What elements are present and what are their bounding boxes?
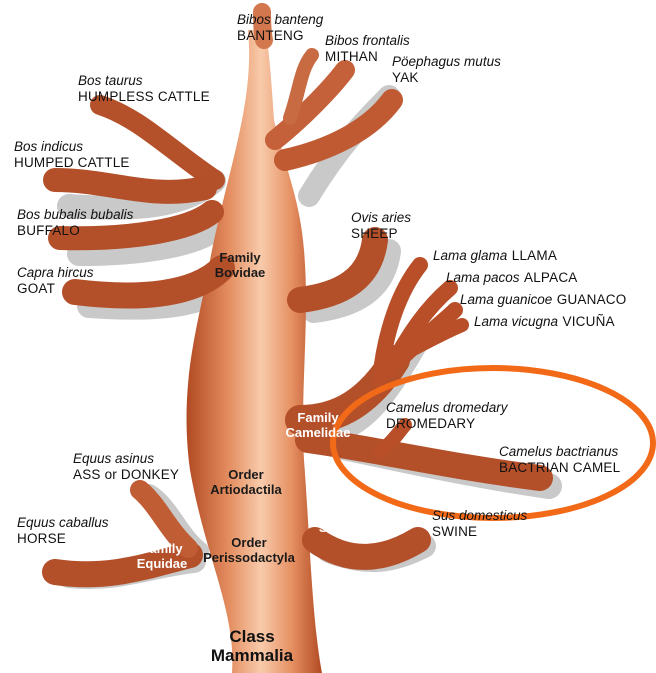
- group-family-suidae: Family Suidae: [300, 506, 380, 536]
- group-family-camelidae: Family Camelidae: [270, 411, 366, 441]
- label-yak: Pöephagus mutus YAK: [392, 54, 501, 85]
- group-order-artiodactila: Order Artiodactila: [198, 468, 294, 498]
- label-bactrian-camel: Camelus bactrianus BACTRIAN CAMEL: [499, 444, 620, 475]
- label-vicuna: Lama vicugna VICUÑA: [474, 313, 615, 331]
- label-humpless-cattle: Bos taurus HUMPLESS CATTLE: [78, 73, 210, 104]
- label-horse: Equus caballus HORSE: [17, 515, 109, 546]
- label-banteng: Bibos banteng BANTENG: [237, 12, 323, 43]
- group-order-perissodactyla: Order Perissodactyla: [194, 536, 304, 566]
- label-llama: Lama glama LLAMA: [433, 247, 557, 265]
- label-guanaco: Lama guanicoe GUANACO: [460, 291, 626, 309]
- label-humped-cattle: Bos indicus HUMPED CATTLE: [14, 139, 130, 170]
- label-donkey: Equus asinus ASS or DONKEY: [73, 451, 179, 482]
- label-dromedary: Camelus dromedary DROMEDARY: [386, 400, 508, 431]
- label-buffalo: Bos bubalis bubalis BUFFALO: [17, 207, 133, 238]
- root-class-mammalia: Class Mammalia: [190, 628, 314, 665]
- label-alpaca: Lama pacos ALPACA: [446, 269, 577, 287]
- group-family-bovidae: Family Bovidae: [198, 251, 282, 281]
- label-goat: Capra hircus GOAT: [17, 265, 94, 296]
- label-sheep: Ovis aries SHEEP: [351, 210, 411, 241]
- group-family-equidae: Family Equidae: [124, 542, 200, 572]
- label-swine: Sus domesticus SWINE: [432, 508, 527, 539]
